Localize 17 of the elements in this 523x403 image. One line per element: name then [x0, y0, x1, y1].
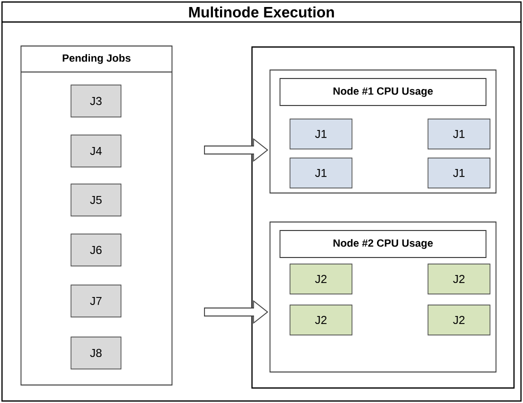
job-box: J6	[70, 234, 122, 266]
hollow-arrow	[204, 300, 268, 324]
job-box: J4	[70, 134, 122, 168]
job-box: J2	[428, 304, 490, 336]
job-box: J3	[70, 84, 122, 118]
job-box: J2	[290, 304, 352, 336]
job-box: J2	[290, 264, 352, 294]
job-box: J2	[428, 264, 490, 294]
job-box: J5	[70, 184, 122, 216]
container-box	[251, 46, 515, 389]
job-box: J7	[70, 284, 122, 318]
hollow-arrow	[204, 138, 268, 162]
job-box: J1	[428, 118, 490, 150]
job-box: J1	[290, 118, 352, 150]
job-box: J1	[428, 158, 490, 188]
job-box: J1	[290, 158, 352, 188]
job-box: J8	[70, 336, 122, 370]
